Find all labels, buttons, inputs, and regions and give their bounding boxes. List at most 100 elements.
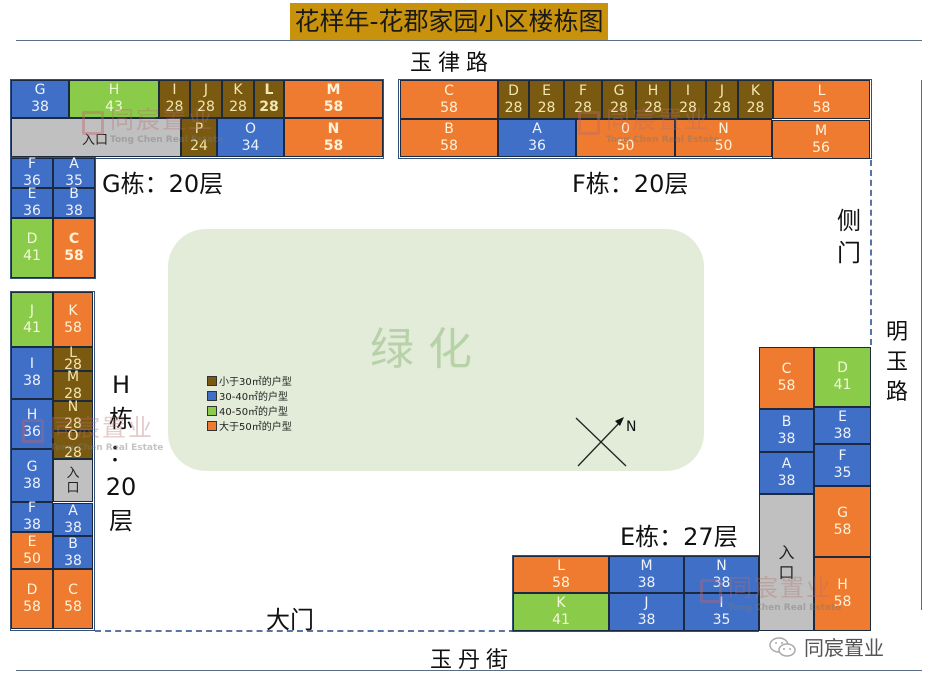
building-h-entrance[interactable]: 入口 xyxy=(53,459,93,502)
legend-item-under-30: 小于30㎡的户型 xyxy=(207,373,292,388)
building-e-entrance[interactable]: 入口 xyxy=(759,494,814,631)
building-g-frame xyxy=(10,79,384,159)
watermark-logo-icon xyxy=(82,110,104,135)
building-g-wing-frame xyxy=(10,157,96,279)
watermark-top-right: 同宸置业 Tong Chen Real Estate xyxy=(578,100,719,145)
watermark-top: 同宸置业 Tong Chen Real Estate xyxy=(82,100,223,145)
watermark-bottom-right: 同宸置业 Tong Chen Real Estate xyxy=(700,568,841,613)
side-gate-label: 侧门 xyxy=(837,207,861,267)
legend-item-30-40: 30-40㎡的户型 xyxy=(207,388,292,403)
main-gate-label: 大门 xyxy=(266,606,314,634)
top-divider xyxy=(16,40,922,41)
road-north: 玉律路 xyxy=(410,51,495,76)
legend-item-40-50: 40-50㎡的户型 xyxy=(207,403,292,418)
green-area xyxy=(168,229,704,471)
building-f-frame xyxy=(398,79,872,159)
legend-item-over-50: 大于50㎡的户型 xyxy=(207,418,292,433)
watermark-logo-icon xyxy=(578,110,600,135)
compass-north-label: N xyxy=(626,419,637,435)
compass-icon xyxy=(572,412,632,468)
legend: 小于30㎡的户型 30-40㎡的户型 40-50㎡的户型 大于50㎡的户型 xyxy=(207,373,292,433)
legend-swatch xyxy=(207,405,217,416)
building-g-entrance[interactable]: 入口 xyxy=(11,118,181,157)
site-boundary-east xyxy=(870,160,872,345)
building-h-label: H 栋 ： 20 层 xyxy=(105,371,137,535)
watermark-logo-icon xyxy=(22,418,44,443)
legend-swatch xyxy=(207,375,217,386)
road-east: 明玉路 xyxy=(886,320,909,405)
watermark-logo-icon xyxy=(700,578,722,603)
building-g-label: G栋：20层 xyxy=(102,170,224,198)
page-title: 花样年-花郡家园小区楼栋图 xyxy=(290,3,608,41)
legend-swatch xyxy=(207,420,217,431)
building-h-frame xyxy=(10,291,95,631)
watermark-left: 同宸置业 Tong Chen Real Estate xyxy=(22,408,163,453)
green-area-label: 绿化 xyxy=(370,324,486,375)
site-boundary-south xyxy=(95,630,515,632)
wechat-icon xyxy=(769,636,796,657)
east-road-line xyxy=(921,80,922,610)
footer-brand: 同宸置业 xyxy=(768,632,884,661)
